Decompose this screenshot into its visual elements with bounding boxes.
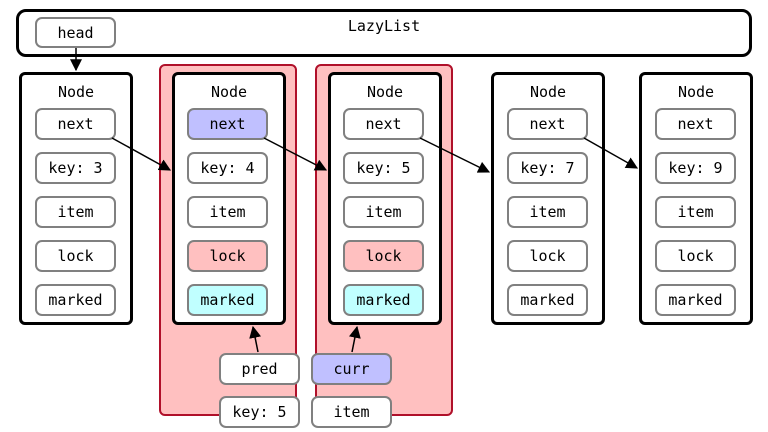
key-field: key: 3 (35, 152, 116, 184)
marked-field: marked (507, 284, 588, 316)
item-field: item (35, 196, 116, 228)
item-field: item (311, 396, 392, 428)
lock-field: lock (655, 240, 736, 272)
node-title: Node (57, 83, 95, 101)
lock-field: lock (343, 240, 424, 272)
node-title: Node (677, 83, 715, 101)
next-arrow-4-5 (263, 137, 328, 171)
next-field: next (187, 108, 268, 140)
key-field: key: 4 (187, 152, 268, 184)
lazylist-title: LazyList (347, 17, 421, 35)
item-field: item (655, 196, 736, 228)
key-field: key: 5 (219, 396, 300, 428)
marked-field: marked (187, 284, 268, 316)
key-field: key: 7 (507, 152, 588, 184)
head-field: head (35, 17, 116, 48)
key-field: key: 9 (655, 152, 736, 184)
curr-arrow (348, 325, 361, 353)
lock-field: lock (35, 240, 116, 272)
lock-field: lock (507, 240, 588, 272)
next-arrow-3-4 (111, 137, 172, 171)
node-title: Node (529, 83, 567, 101)
next-arrow-7-9 (583, 137, 639, 169)
pred-arrow (249, 325, 262, 353)
item-field: item (187, 196, 268, 228)
curr-field: curr (311, 353, 392, 385)
node-title: Node (366, 83, 404, 101)
next-field: next (343, 108, 424, 140)
next-arrow-5-7 (419, 137, 491, 173)
key-field: key: 5 (343, 152, 424, 184)
lock-field: lock (187, 240, 268, 272)
marked-field: marked (35, 284, 116, 316)
item-field: item (507, 196, 588, 228)
next-field: next (35, 108, 116, 140)
node-title: Node (210, 83, 248, 101)
lazylist-box: LazyList (16, 9, 752, 57)
next-field: next (507, 108, 588, 140)
marked-field: marked (343, 284, 424, 316)
pred-field: pred (219, 353, 300, 385)
next-field: next (655, 108, 736, 140)
marked-field: marked (655, 284, 736, 316)
item-field: item (343, 196, 424, 228)
